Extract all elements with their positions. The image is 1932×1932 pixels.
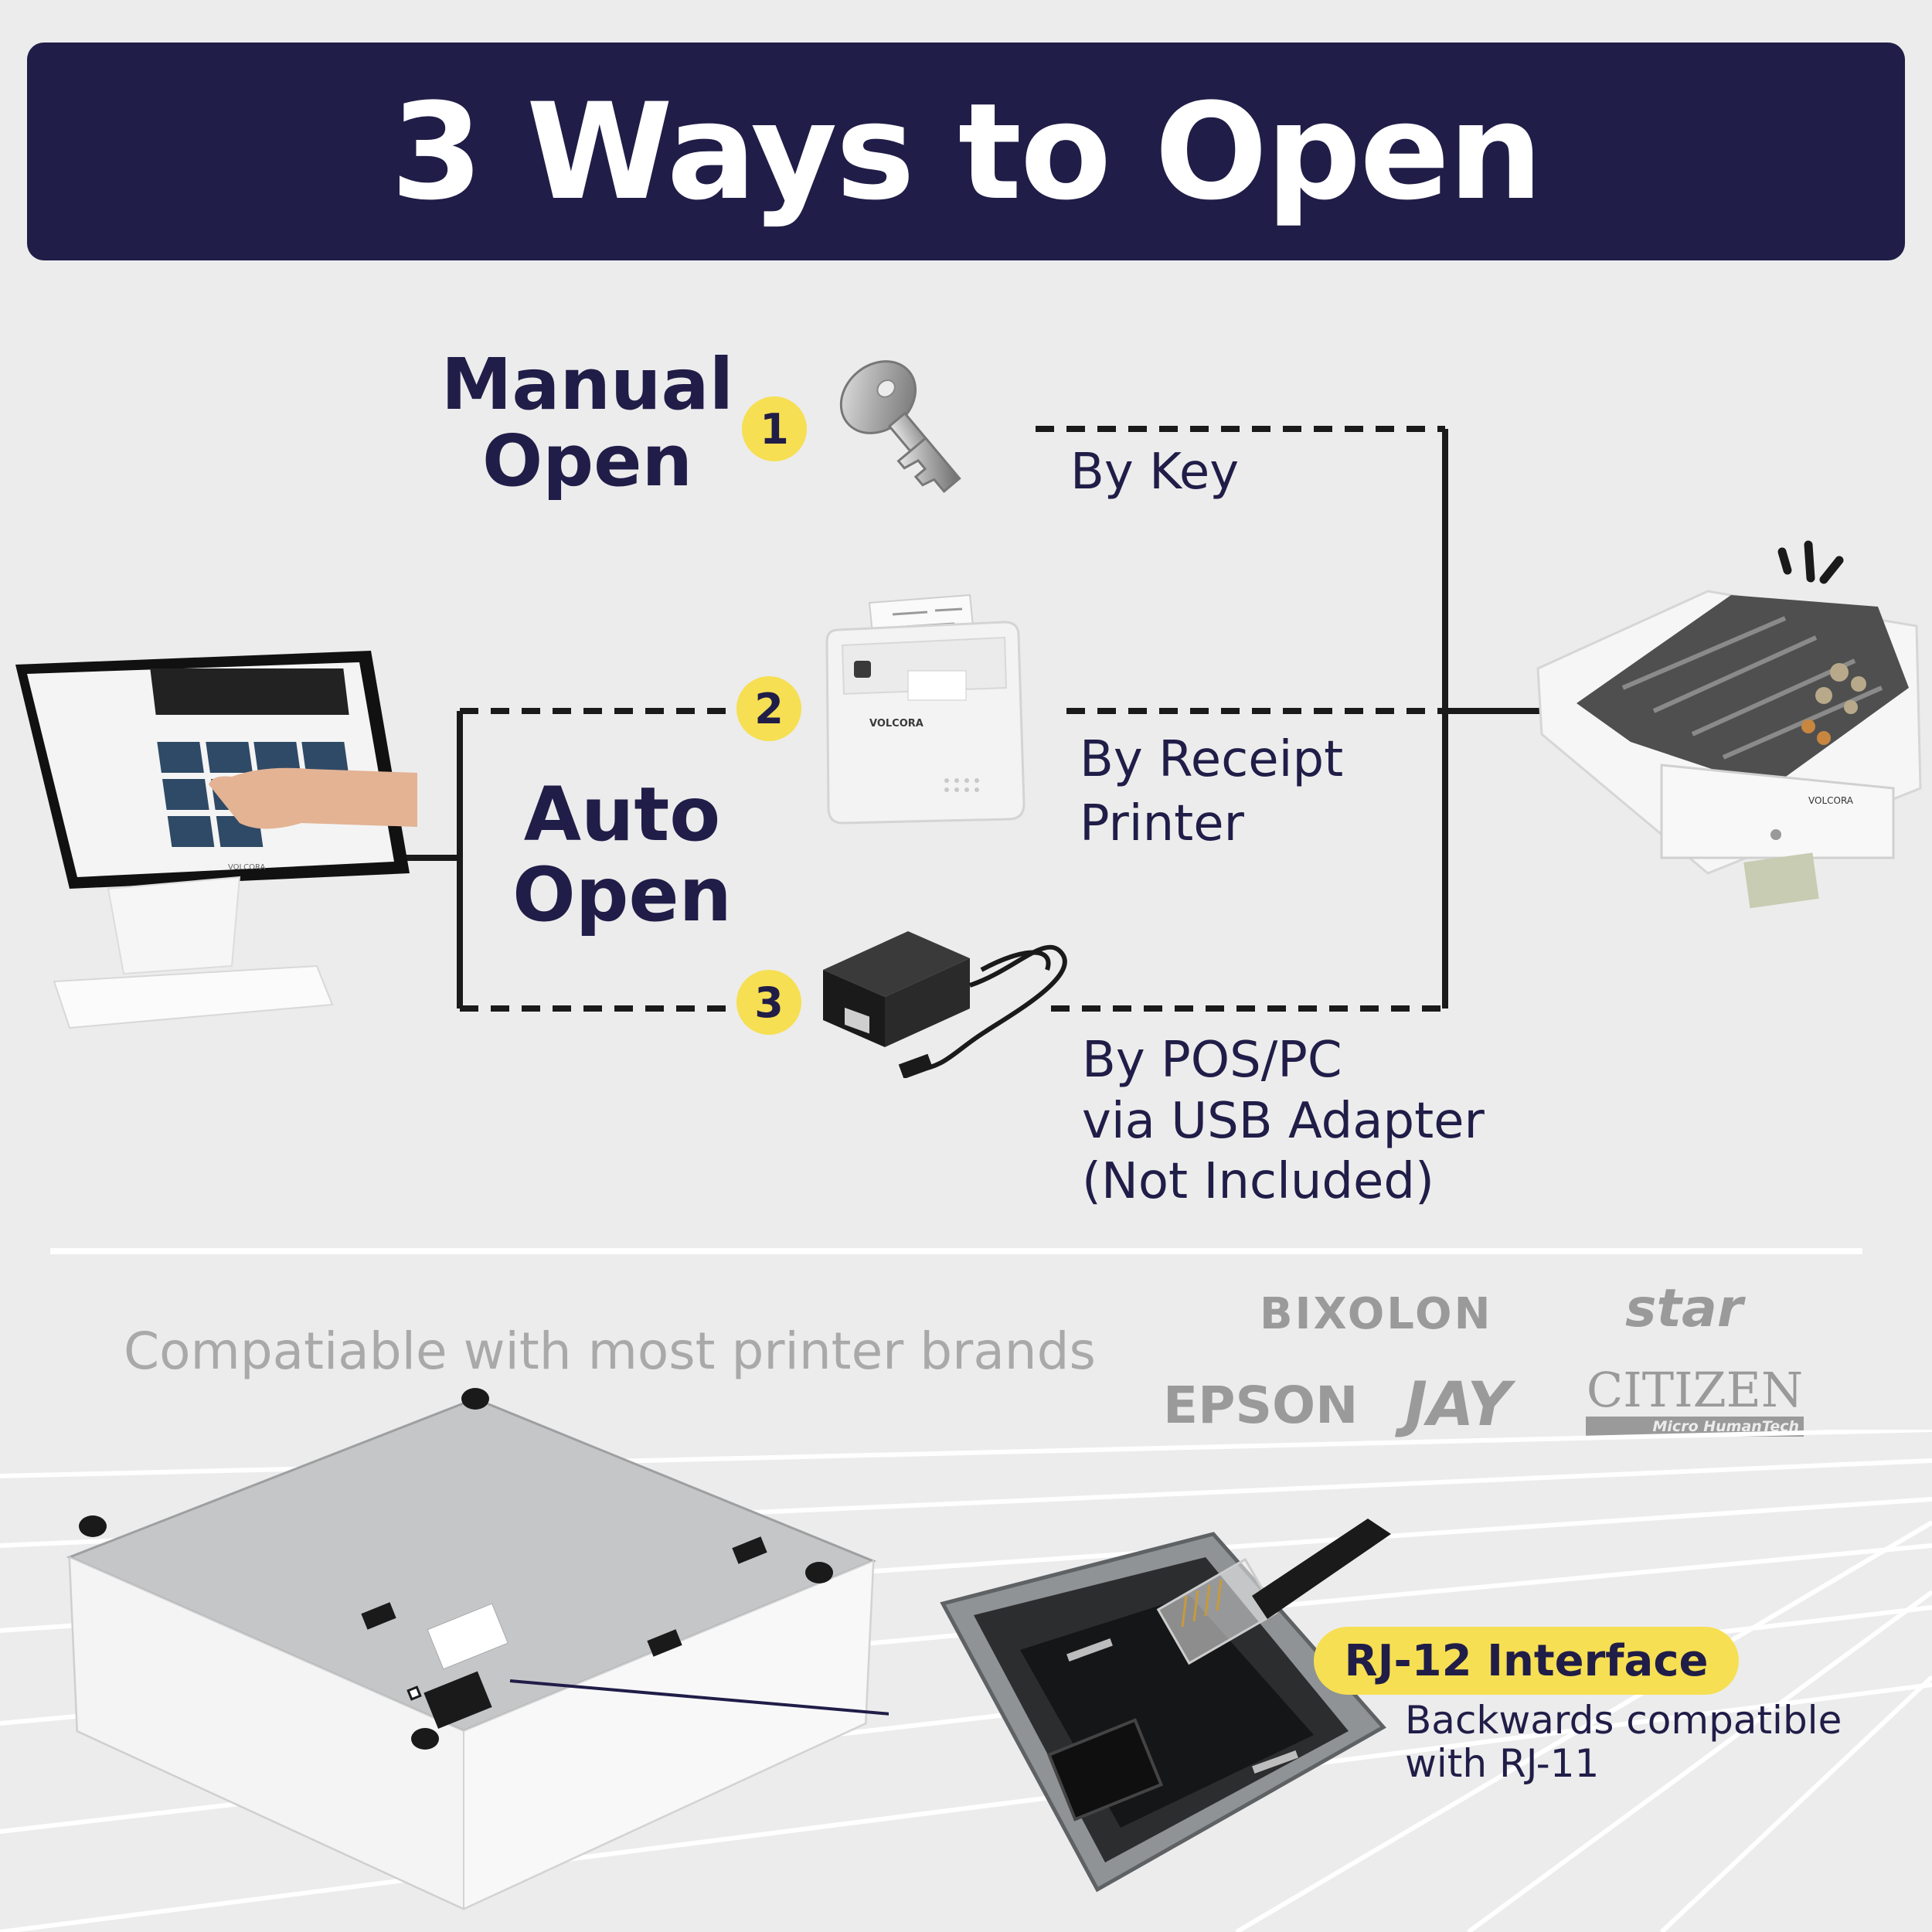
rj11-compat-note: Backwards compatible with RJ-11: [1405, 1698, 1842, 1786]
receipt-printer-icon: VOLCORA: [825, 594, 1026, 825]
brand-logo-star: star: [1625, 1278, 1743, 1339]
usb-adapter-icon: [823, 931, 1067, 1078]
pos-terminal-image: VOLCORA: [15, 651, 417, 1029]
brand-logo-epson: EPSON: [1163, 1376, 1359, 1435]
key-icon: [839, 360, 961, 493]
compatibility-text: Compatiable with most printer brands: [124, 1321, 1096, 1381]
drawer-underside-image: [66, 1388, 889, 1910]
section-divider: [50, 1248, 1862, 1254]
method-2-label: By Receipt Printer: [1080, 731, 1344, 853]
method-1-label: By Key: [1070, 444, 1240, 501]
step-2-badge: 2: [736, 676, 801, 741]
rj12-interface-label: RJ-12 Interface: [1314, 1627, 1739, 1695]
svg-text:VOLCORA: VOLCORA: [1808, 795, 1854, 806]
title-banner: 3 Ways to Open: [27, 43, 1905, 260]
cash-drawer-image: VOLCORA: [1536, 540, 1922, 909]
page-title: 3 Ways to Open: [390, 73, 1543, 230]
auto-open-label: Auto Open: [512, 771, 732, 938]
brand-logo-jay: JAY: [1405, 1370, 1511, 1440]
method-3-label: By POS/PC via USB Adapter (Not Included): [1082, 1032, 1485, 1211]
manual-open-label: Manual Open: [440, 343, 734, 503]
brand-logo-bixolon: BIXOLON: [1260, 1289, 1493, 1339]
step-3-badge: 3: [736, 970, 801, 1035]
connection-diagram: [402, 426, 1549, 1012]
svg-text:VOLCORA: VOLCORA: [228, 863, 266, 872]
brand-logo-citizen: CITIZEN Micro HumanTech: [1586, 1362, 1804, 1437]
step-1-badge: 1: [742, 396, 807, 461]
svg-text:VOLCORA: VOLCORA: [869, 718, 923, 730]
rj12-port-closeup: [940, 1519, 1391, 1893]
